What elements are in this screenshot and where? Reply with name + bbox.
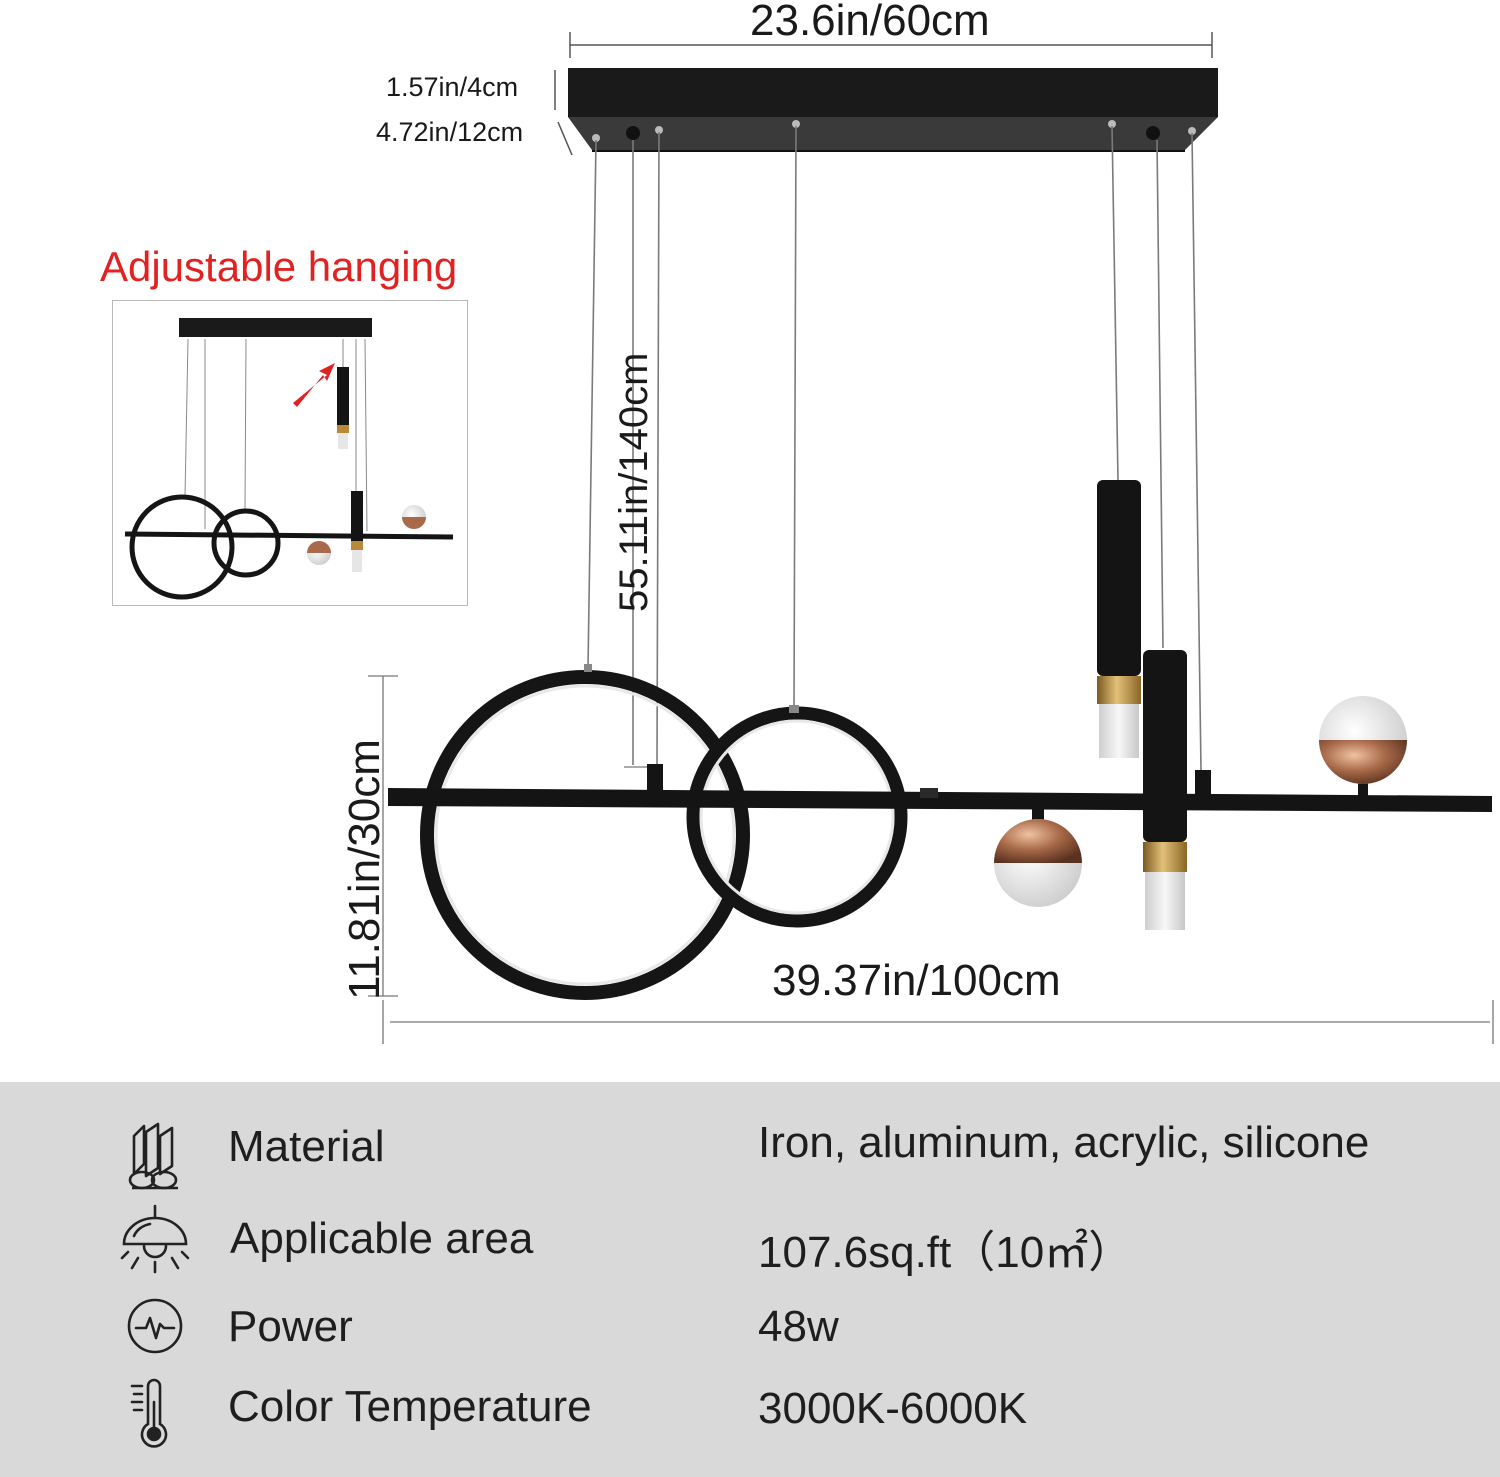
chandelier-drawing — [368, 32, 1494, 1044]
spec-row-color-temp: Color Temperature 3000K-6000K — [0, 1376, 1500, 1456]
spec-value-material: Iron, aluminum, acrylic, silicone — [758, 1118, 1370, 1167]
dimension-canopy-height: 1.57in/4cm — [386, 72, 519, 102]
spec-label-power: Power — [228, 1302, 353, 1351]
cylinder-upper — [1097, 480, 1141, 758]
dimension-hanging-length: 55.11in/140cm — [612, 352, 656, 612]
dimension-width-top: 23.6in/60cm — [750, 0, 990, 45]
spec-label-area: Applicable area — [230, 1214, 534, 1263]
material-icon — [128, 1122, 178, 1190]
spec-row-material: Material Iron, aluminum, acrylic, silico… — [0, 1118, 1500, 1198]
spec-value-area: 107.6sq.ft（10㎡） — [758, 1228, 1133, 1277]
ceiling-canopy — [568, 68, 1218, 152]
horizontal-bar — [388, 764, 1492, 812]
spec-label-material: Material — [228, 1122, 385, 1171]
power-pulse-icon — [127, 1298, 183, 1354]
spec-row-area: Applicable area 107.6sq.ft（10㎡） — [0, 1204, 1500, 1284]
spec-table: Material Iron, aluminum, acrylic, silico… — [0, 1082, 1500, 1477]
spec-row-power: Power 48w — [0, 1292, 1500, 1372]
red-arrow-icon — [293, 363, 335, 407]
small-ring — [686, 705, 908, 928]
length-dimension-line — [382, 1000, 1494, 1044]
spec-value-color-temp: 3000K-6000K — [758, 1384, 1028, 1433]
product-diagram: 23.6in/60cm 1.57in/4cm 4.72in/12cm 55.11… — [100, 0, 1494, 1044]
large-ring — [420, 664, 750, 1000]
dimension-fixture-height: 11.81in/30cm — [340, 739, 389, 1000]
dimension-fixture-length: 39.37in/100cm — [772, 956, 1061, 1005]
dimension-canopy-depth: 4.72in/12cm — [376, 117, 524, 147]
cylinder-lower — [1143, 650, 1187, 930]
top-width-dimension-line — [569, 32, 1213, 58]
ceiling-lamp-icon — [120, 1204, 190, 1274]
height-dimension-lines — [368, 675, 398, 997]
spec-label-color-temp: Color Temperature — [228, 1382, 592, 1431]
thermometer-icon — [130, 1378, 168, 1448]
globe-top-right — [1319, 696, 1407, 800]
globe-under-bar — [994, 806, 1082, 907]
inset-drawing — [124, 318, 454, 600]
spec-value-power: 48w — [758, 1302, 839, 1351]
adjustable-hanging-inset — [112, 300, 468, 606]
canopy-dimension-ticks — [554, 70, 573, 156]
adjustable-hanging-title: Adjustable hanging — [100, 243, 458, 290]
suspension-wires — [587, 125, 1202, 771]
